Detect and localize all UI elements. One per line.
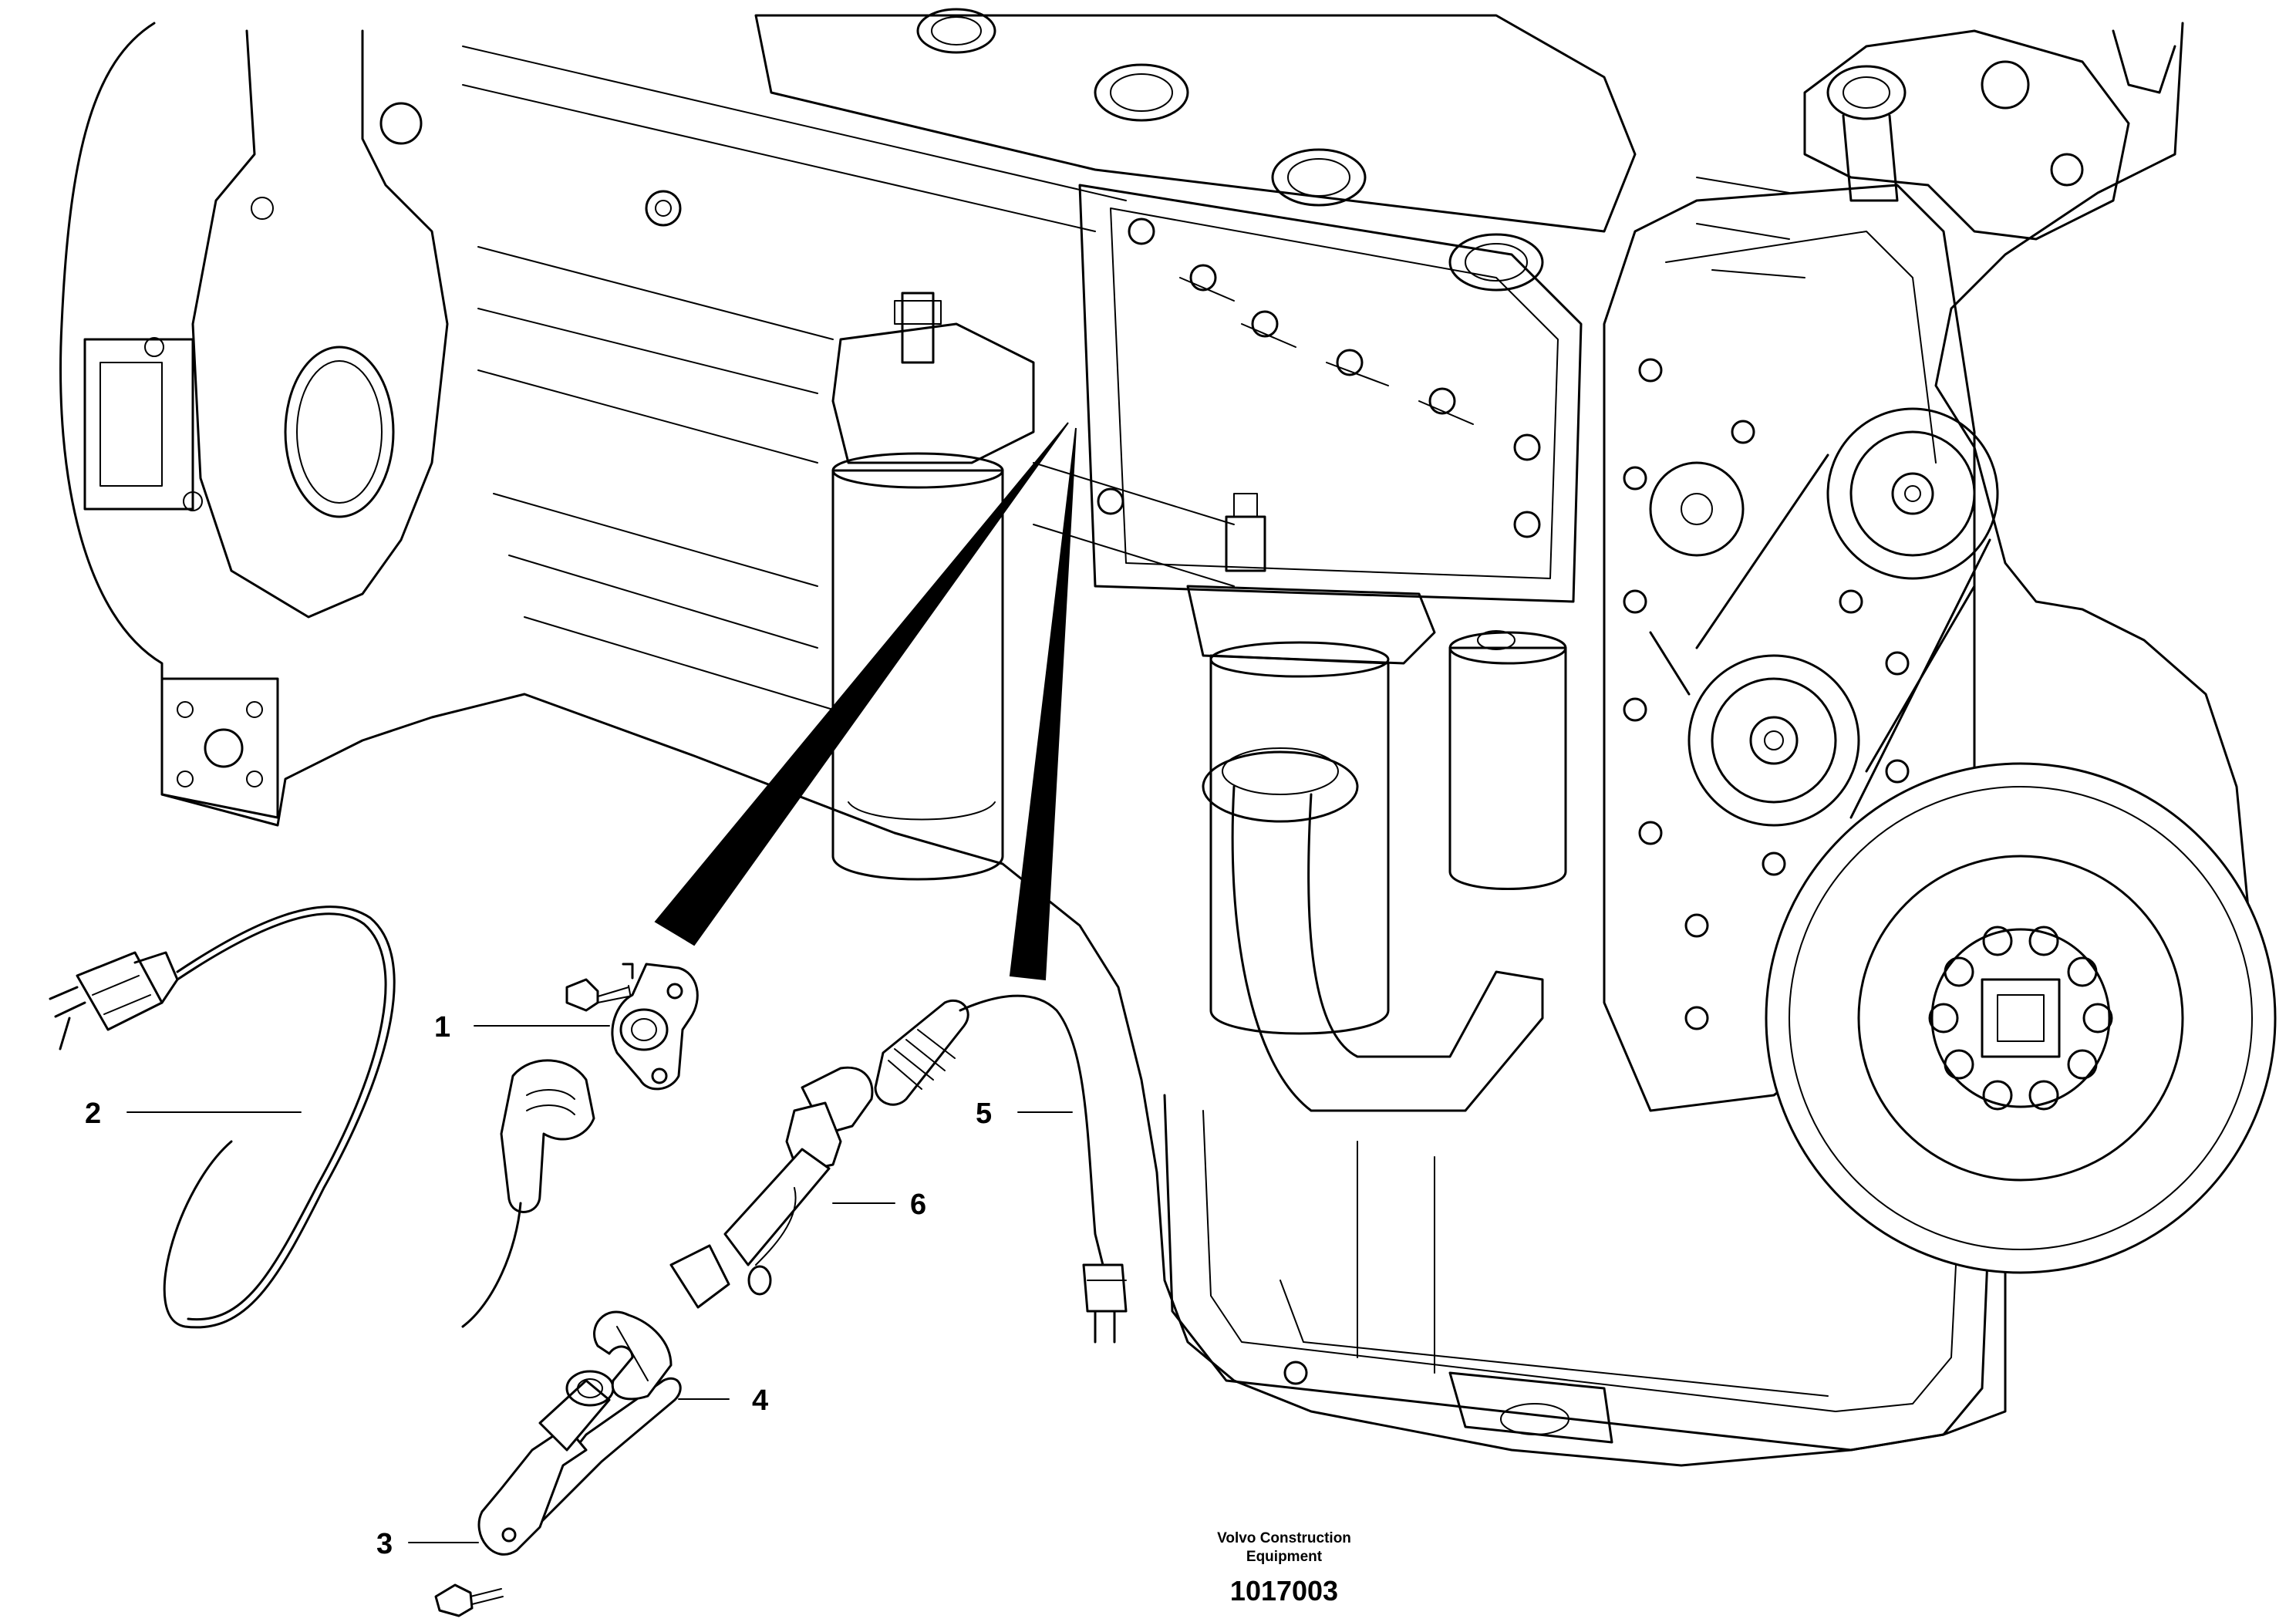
oil-filter-canister <box>1209 654 1390 1035</box>
oil-filler-tube <box>1231 785 1544 1112</box>
part-4-clip <box>593 1310 673 1401</box>
head-cover-plug-3 <box>1271 148 1367 207</box>
part-1-heater-element <box>565 963 699 1091</box>
drawing-reference-number: 1017003 <box>1230 1575 1338 1607</box>
timing-cover-bolts <box>1623 358 1910 1030</box>
flywheel-housing-bore-inner <box>296 360 383 504</box>
part-2-power-cord <box>49 905 595 1329</box>
fuel-sensor <box>901 292 935 364</box>
heater-flange <box>611 963 699 1091</box>
power-plug-icon <box>76 951 164 1031</box>
callout-3: 3 <box>376 1528 393 1560</box>
screw-icon <box>434 1583 474 1617</box>
leader-lines <box>126 1025 1073 1543</box>
callout-6: 6 <box>910 1189 926 1221</box>
bolt-icon <box>565 978 599 1012</box>
pointer-wedge-2 <box>1009 427 1077 981</box>
flywheel-housing <box>191 29 449 619</box>
damper-hub <box>1981 978 2061 1058</box>
sensor-plug <box>1082 1263 1128 1313</box>
callout-4: 4 <box>752 1384 768 1417</box>
idler-pulley <box>1649 461 1745 557</box>
oil-filter-head <box>1186 585 1436 665</box>
pressure-sensor <box>1225 515 1266 572</box>
fuel-filter-housing <box>831 322 1035 464</box>
sump-drain-boss <box>1448 1371 1613 1444</box>
company-caption-line1: Volvo Construction <box>1217 1530 1351 1546</box>
callout-5: 5 <box>976 1098 992 1130</box>
drive-belt <box>1649 454 1991 819</box>
cylinder-head-cover <box>754 14 1637 233</box>
head-cover-plug-2 <box>1094 63 1189 122</box>
company-caption-line2: Equipment <box>1246 1549 1323 1565</box>
damper-bolts <box>1928 926 2113 1111</box>
engine-mount-bracket <box>160 677 279 819</box>
oil-sump <box>1163 1094 1991 1452</box>
callout-2: 2 <box>85 1098 101 1130</box>
part-5-sensor-cable <box>874 994 1128 1344</box>
head-cover-plug-1 <box>916 8 996 54</box>
head-cover-plug-4 <box>1448 233 1544 292</box>
heater-rod <box>531 1377 682 1525</box>
oil-filter-2 <box>1448 646 1567 890</box>
fuel-manifold <box>1078 184 1583 603</box>
upper-pulley <box>1826 407 1999 580</box>
housing-bracket <box>83 338 194 511</box>
fuel-filter-canister <box>831 469 1004 881</box>
cable-plug <box>669 1244 730 1309</box>
thermostat-housing <box>1803 29 2130 241</box>
engine-assembly <box>59 8 2277 1467</box>
part-3-immersion-heater <box>434 1370 682 1617</box>
cord-connector <box>500 1059 595 1213</box>
crankshaft-damper <box>1765 762 2277 1274</box>
pointer-wedge-1 <box>654 422 1069 946</box>
flywheel-housing-bore <box>284 346 395 518</box>
part-6-heater-cable <box>669 1066 874 1309</box>
manifold-bolts <box>1097 218 1541 538</box>
lower-pulley <box>1687 654 1860 827</box>
oil-filler-cap <box>1202 750 1359 823</box>
callout-1: 1 <box>434 1011 450 1044</box>
